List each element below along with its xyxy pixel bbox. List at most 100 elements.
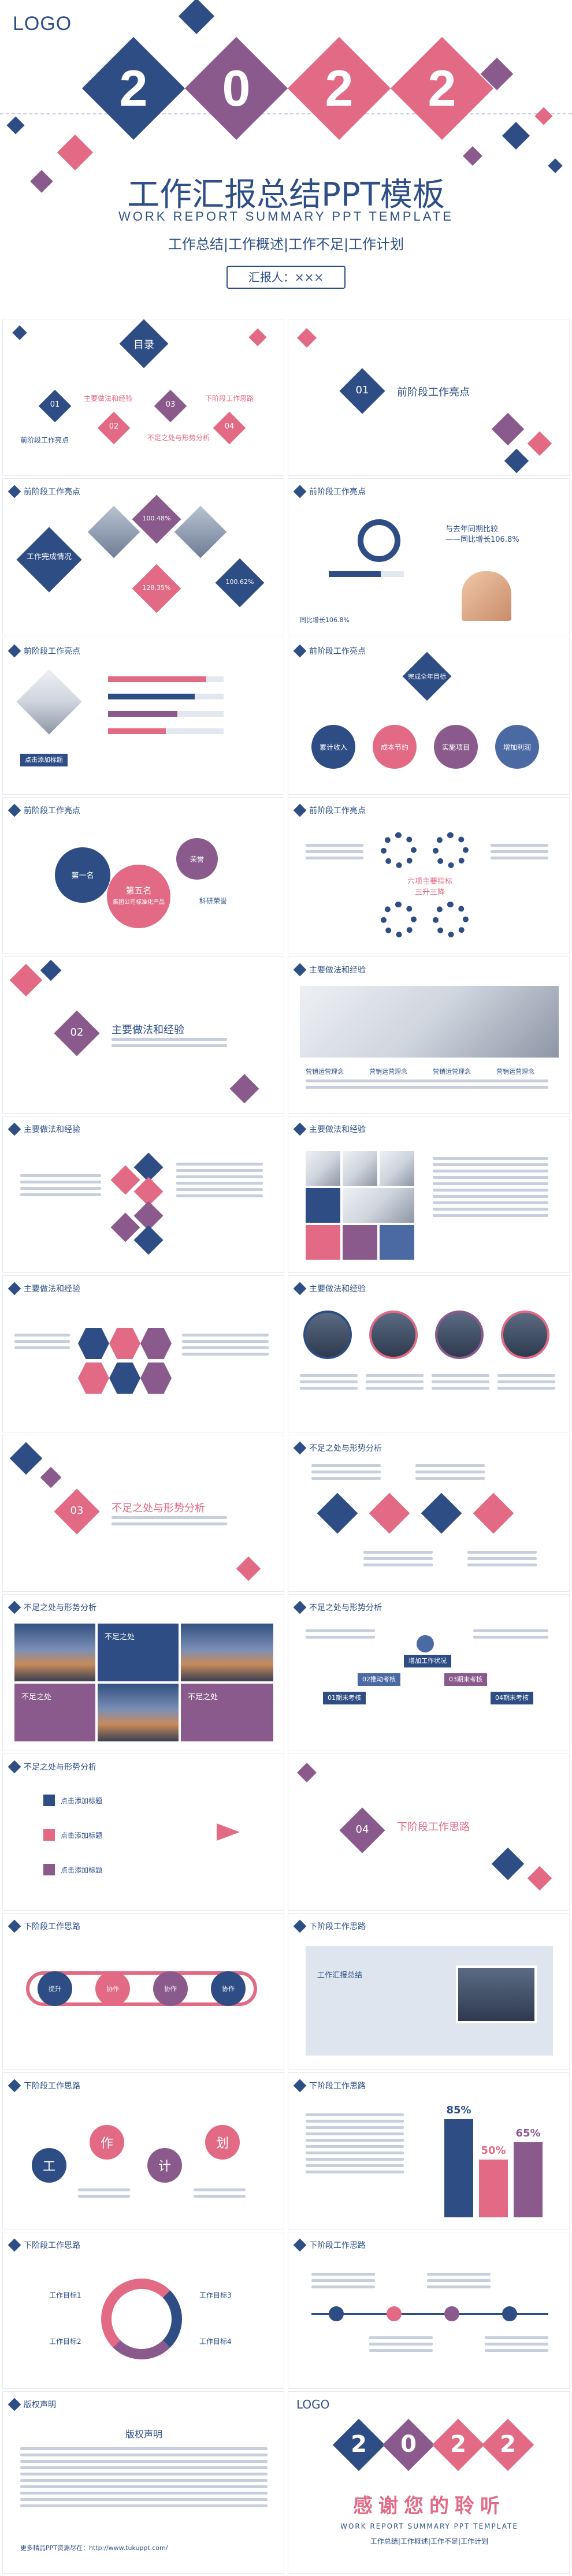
gear-label: 荣誉: [190, 855, 204, 863]
slide-highlights-a[interactable]: 前阶段工作亮点 工作完成情况 100.48% 128.35% 100.62%: [2, 478, 284, 635]
slide-header: 不足之处与形势分析: [293, 1441, 382, 1455]
step-chip: 01期末考核: [323, 1692, 366, 1704]
section-number: 02: [70, 1026, 84, 1038]
globe-icon: [417, 1635, 434, 1652]
decor-diamond: [491, 1847, 525, 1881]
desk-photo: [300, 986, 559, 1058]
end-tags: 工作总结|工作概述|工作不足|工作计划: [370, 2537, 489, 2545]
panel-title: 不足之处: [105, 1633, 135, 1641]
arrow-icon: [217, 1823, 240, 1841]
bar: [444, 2119, 473, 2217]
cover-title: 工作汇报总结PPT模板: [127, 176, 445, 214]
decor-diamond: [527, 431, 552, 456]
goal-label: 工作目标1: [49, 2291, 81, 2299]
slide-highlights-b[interactable]: 前阶段工作亮点 同比增长106.8% 与去年同期比较 ——同比增长106.8%: [288, 478, 570, 635]
thanks-title: 感谢您的聆听: [353, 2495, 506, 2518]
color-tile: [343, 1225, 377, 1260]
char-label: 计: [158, 2160, 171, 2174]
slide-highlights-c[interactable]: 前阶段工作亮点 点击添加标题: [2, 638, 284, 795]
photo-circle: [501, 1311, 549, 1359]
slide-experience-b[interactable]: 主要做法和经验: [2, 1116, 284, 1273]
slide-experience-c[interactable]: 主要做法和经验: [288, 1116, 570, 1273]
bullet-square: [43, 1864, 55, 1875]
logo: LOGO: [13, 13, 72, 35]
text-placeholder: [306, 844, 363, 863]
slide-header: 主要做法和经验: [8, 1282, 80, 1296]
city-photo: [14, 1624, 95, 1681]
decor-diamond: [297, 1763, 317, 1782]
photo-diamond: [16, 669, 82, 735]
slide-end[interactable]: LOGO 2 0 2 2 感谢您的聆听 WORK REPORT SUMMARY …: [288, 2391, 570, 2574]
stat-value: 128.35%: [142, 584, 171, 591]
text-placeholder: [176, 1163, 263, 1201]
gear-sublabel: 集团公司标准化产品: [113, 899, 165, 906]
slide-plan-a[interactable]: 下阶段工作思路 提升 协作 协作 协作: [2, 1913, 284, 2070]
slide-section-3[interactable]: 03 不足之处与形势分析: [2, 1435, 284, 1592]
slide-experience-d[interactable]: 主要做法和经验: [2, 1275, 284, 1432]
logo: LOGO: [296, 2398, 330, 2411]
slide-section-1[interactable]: 01 前阶段工作亮点: [288, 319, 570, 476]
metric-label: 实施项目: [441, 743, 470, 751]
ring-chart: [101, 2279, 182, 2359]
gear-icon: [358, 519, 400, 562]
decor-diamond: [9, 963, 43, 997]
resource-link[interactable]: 更多精品PPT资源尽在：http://www.tukuppt.com/: [20, 2544, 168, 2552]
slide-header: 主要做法和经验: [8, 1122, 80, 1136]
slide-plan-c[interactable]: 下阶段工作思路 工 作 计 划: [2, 2072, 284, 2229]
slide-plan-e[interactable]: 下阶段工作思路 工作目标1 工作目标2 工作目标3 工作目标4: [2, 2232, 284, 2389]
text-placeholder: [20, 1174, 101, 1200]
toc-num: 03: [165, 400, 176, 409]
slide-analysis-b[interactable]: 不足之处与形势分析 不足之处 不足之处 不足之处: [2, 1594, 284, 1751]
step-chip: 增加工作状况: [404, 1655, 451, 1667]
center-label: 完成全年目标: [408, 673, 446, 680]
slide-plan-f[interactable]: 下阶段工作思路: [288, 2232, 570, 2389]
slide-copyright[interactable]: 版权声明 版权声明 更多精品PPT资源尽在：http://www.tukuppt…: [2, 2391, 284, 2574]
decor-diamond: [178, 0, 215, 35]
flow-label: 协作: [164, 1985, 177, 1993]
slide-header: 下阶段工作思路: [293, 1919, 366, 1933]
slide-highlights-e[interactable]: 前阶段工作亮点 第一名 第五名 集团公司标准化产品 荣誉 科研荣誉: [2, 797, 284, 954]
slide-section-2[interactable]: 02 主要做法和经验: [2, 956, 284, 1114]
bar-value: 85%: [446, 2104, 471, 2116]
flow-circle: [153, 1971, 188, 2006]
bar-value: 50%: [481, 2145, 506, 2157]
slide-header: 前阶段工作亮点: [293, 644, 366, 658]
slide-experience-e[interactable]: 主要做法和经验: [288, 1275, 570, 1432]
caption: 营销运营理念: [369, 1068, 407, 1075]
section-number: 04: [355, 1823, 369, 1836]
toc-num: 02: [109, 422, 119, 431]
slide-section-4[interactable]: 04 下阶段工作思路: [288, 1754, 570, 1911]
progress-bar: [108, 728, 224, 734]
text-placeholder: [467, 1551, 537, 1570]
text-placeholder: [485, 2336, 548, 2355]
slide-header: 不足之处与形势分析: [8, 1600, 96, 1614]
timeline-node: [444, 2306, 459, 2321]
slide-plan-b[interactable]: 下阶段工作思路 工作汇报总结: [288, 1913, 570, 2070]
char-circle: [147, 2148, 182, 2183]
text-placeholder: [491, 844, 548, 863]
gear-icon: [433, 902, 469, 937]
slide-analysis-c[interactable]: 不足之处与形势分析 增加工作状况 02推动考核 03期末考核 01期末考核 04…: [288, 1594, 570, 1751]
flow-loop: [26, 1971, 257, 2006]
slide-experience-a[interactable]: 主要做法和经验 营销运营理念 营销运营理念 营销运营理念 营销运营理念: [288, 956, 570, 1114]
slide-header: 下阶段工作思路: [8, 2238, 80, 2252]
decor-diamond: [534, 107, 553, 125]
add-title-button[interactable]: 点击添加标题: [20, 754, 68, 766]
slide-highlights-d[interactable]: 前阶段工作亮点 完成全年目标 累计收入 成本节约 实施项目 增加利润: [288, 638, 570, 795]
photo-circle: [435, 1311, 484, 1359]
text-placeholder: [306, 1079, 548, 1092]
slide-toc[interactable]: 目录 01 02 03 04 前阶段工作亮点 主要做法和经验 不足之处与形势分析…: [2, 319, 284, 476]
flow-circle: [211, 1971, 246, 2006]
year-digit: 2: [450, 2431, 466, 2458]
panel-title: 不足之处: [21, 1693, 52, 1702]
slide-analysis-d[interactable]: 不足之处与形势分析 点击添加标题 点击添加标题 点击添加标题: [2, 1754, 284, 1911]
slide-analysis-a[interactable]: 不足之处与形势分析: [288, 1435, 570, 1592]
flow-label: 协作: [222, 1985, 235, 1993]
photo-circle: [303, 1311, 352, 1359]
divider: [0, 113, 572, 114]
gear-icon: [55, 847, 110, 903]
slide-plan-d[interactable]: 下阶段工作思路 85% 50% 65%: [288, 2072, 570, 2229]
slide-highlights-f[interactable]: 前阶段工作亮点 六项主要指标三升三降: [288, 797, 570, 954]
decor-diamond: [248, 328, 267, 347]
char-circle: [205, 2125, 240, 2160]
